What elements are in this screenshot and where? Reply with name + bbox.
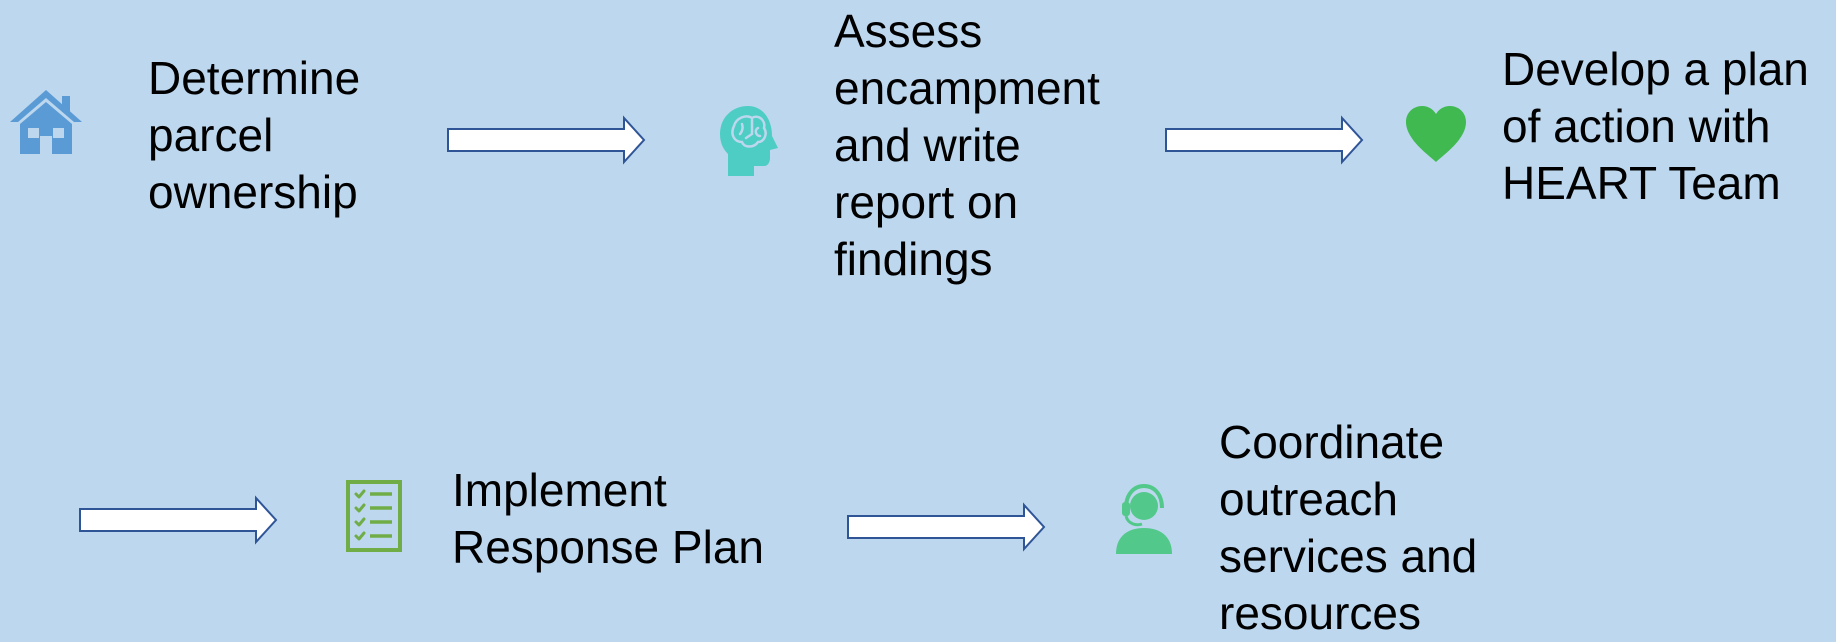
heart-icon xyxy=(1404,104,1468,164)
step-label-implement-plan: Implement Response Plan xyxy=(452,464,764,573)
arrow-right-icon xyxy=(79,495,278,545)
step-label-coordinate-outreach: Coordinate outreach services and resourc… xyxy=(1219,416,1478,639)
arrow-right-icon xyxy=(1165,115,1364,165)
arrow-right-icon xyxy=(447,115,646,165)
step-label-determine-ownership: Determine parcel ownership xyxy=(148,52,361,218)
headset-person-icon xyxy=(1112,484,1176,556)
house-icon xyxy=(8,88,84,156)
checklist-icon xyxy=(346,480,402,552)
arrow-right-icon xyxy=(847,502,1046,552)
step-label-assess-encampment: Assess encampment and write report on fi… xyxy=(834,5,1100,285)
step-label-develop-plan: Develop a plan of action with HEART Team xyxy=(1502,43,1809,209)
head-brain-icon xyxy=(718,104,782,178)
